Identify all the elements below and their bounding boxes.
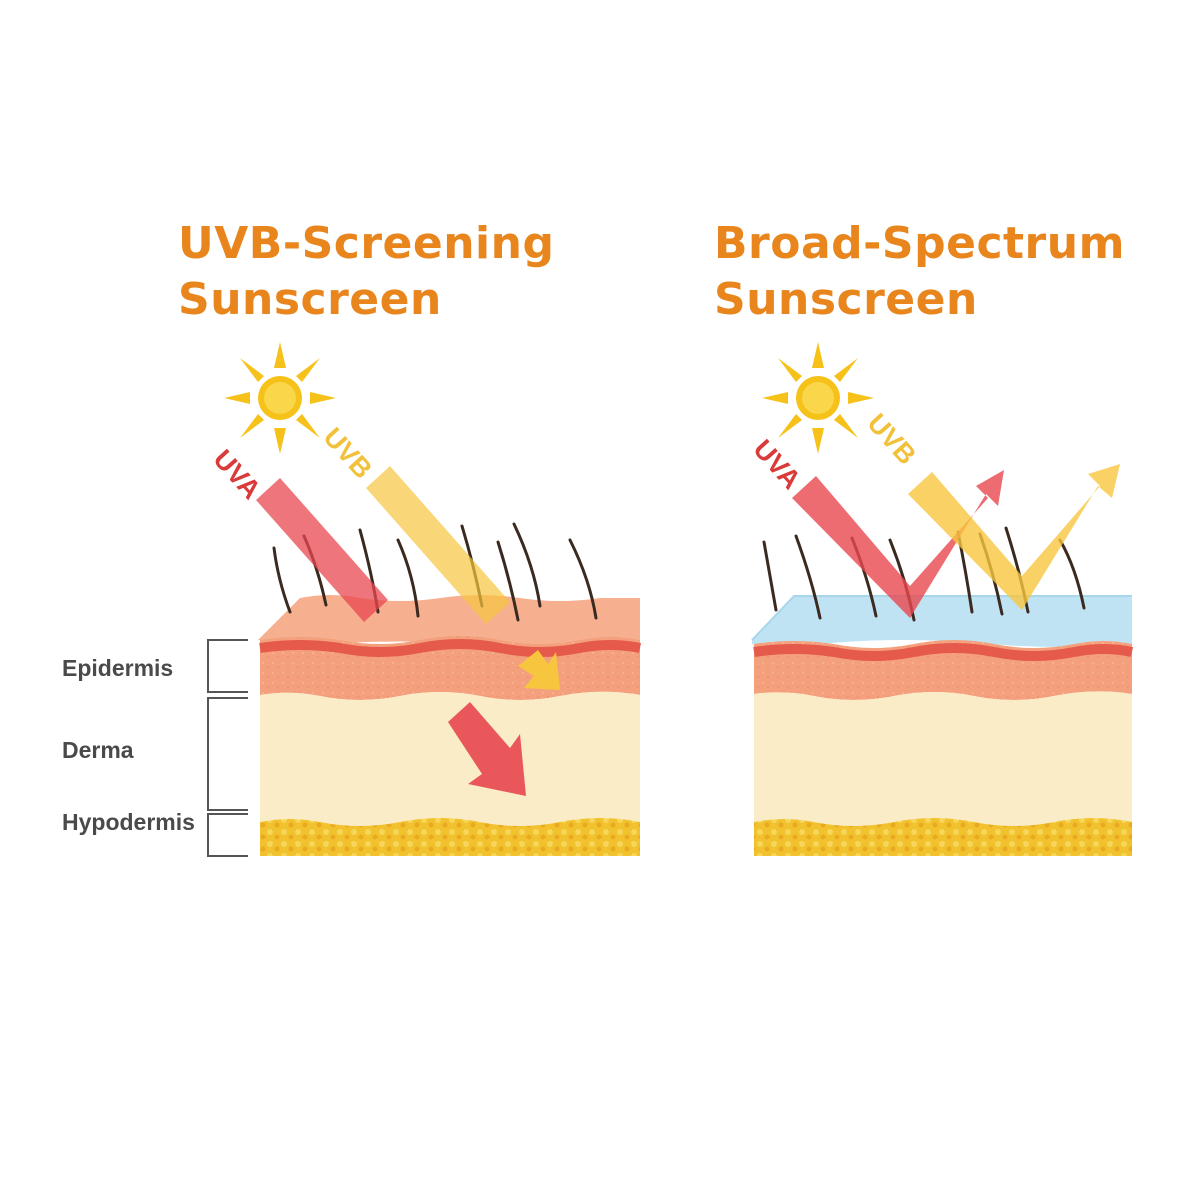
right-title-line2: Sunscreen [714,274,978,325]
left-uvb-label: UVB [318,422,378,484]
left-uvb-short-arrow [518,650,560,690]
right-uvb-label: UVB [862,408,922,470]
right-skin-block [751,595,1134,856]
left-hypodermis-layer [260,818,640,856]
left-uvb-ray [366,466,560,690]
left-uva-deep-arrow [448,702,526,796]
left-title-line1: UVB-Screening [178,218,555,269]
hypodermis-label: Hypodermis [62,809,195,835]
left-derma-layer [260,691,640,826]
left-uva-label: UVA [208,444,267,505]
derma-label: Derma [62,737,134,763]
left-panel: UVA UVB Epidermis Derma Hypodermis [62,342,641,857]
layer-brackets [207,639,248,857]
sunscreen-film [752,596,1132,647]
right-uva-label: UVA [748,434,807,495]
right-uva-ray [792,470,1004,618]
right-epidermis-line [753,643,1134,661]
left-uva-ray [256,478,526,796]
right-uvb-ray [908,464,1120,610]
left-skin-block [258,595,641,856]
right-derma-layer [754,691,1132,826]
sun-icon [224,342,336,454]
sun-icon [762,342,874,454]
left-epidermis-line [259,639,641,657]
right-panel-title: Broad-Spectrum Sunscreen [714,216,1125,328]
left-title-line2: Sunscreen [178,274,442,325]
right-panel: UVA UVB [748,342,1134,856]
right-title-line1: Broad-Spectrum [714,218,1125,269]
left-panel-title: UVB-Screening Sunscreen [178,216,554,328]
right-hypodermis-layer [754,818,1132,856]
epidermis-label: Epidermis [62,655,173,681]
